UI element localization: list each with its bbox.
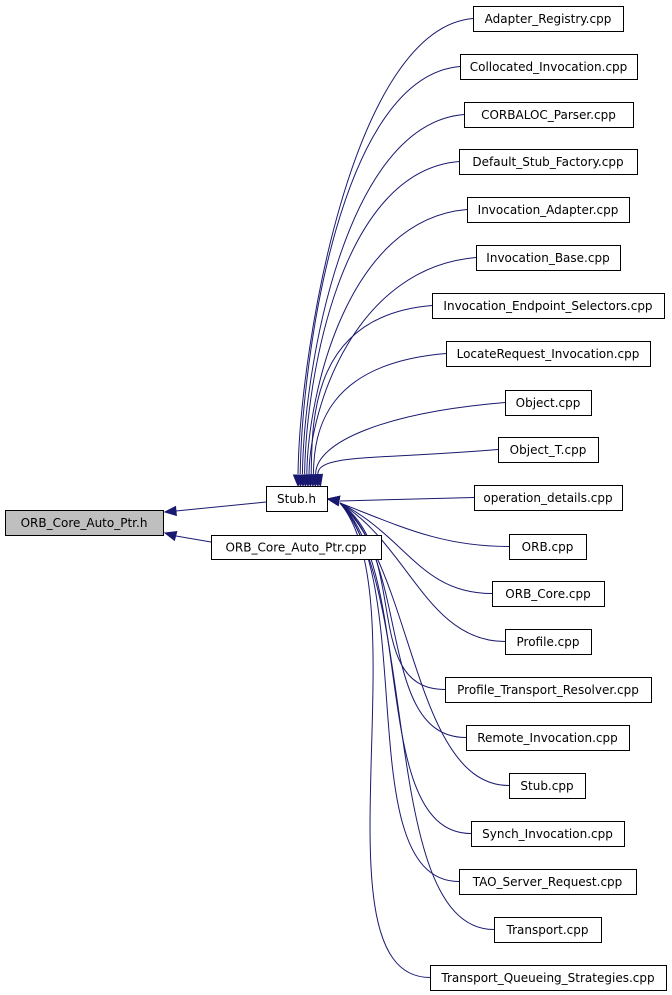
edge-orb-core-auto-ptr-cpp-to-root <box>175 535 212 543</box>
file-node-label: Profile_Transport_Resolver.cpp <box>457 683 639 697</box>
file-node-label: TAO_Server_Request.cpp <box>472 875 623 889</box>
edge-object-t-cpp-to-stub-h <box>317 449 499 475</box>
file-node-label: CORBALOC_Parser.cpp <box>481 108 616 122</box>
file-node-label: Transport.cpp <box>506 923 589 937</box>
edge-object-cpp-to-stub-h <box>315 402 506 475</box>
edge-layer <box>163 18 510 978</box>
file-node-box <box>476 245 621 271</box>
file-node-label: Stub.h <box>277 492 316 506</box>
file-node-box <box>494 917 602 943</box>
file-node-remote-invocation-cpp[interactable]: Remote_Invocation.cpp <box>466 725 630 751</box>
edge-arrowhead <box>163 530 178 542</box>
file-node-collocated-invocation-cpp[interactable]: Collocated_Invocation.cpp <box>460 54 638 80</box>
file-node-profile-transport-resolver-cpp[interactable]: Profile_Transport_Resolver.cpp <box>445 677 652 703</box>
file-node-label: Invocation_Adapter.cpp <box>478 203 619 217</box>
file-node-box <box>432 293 665 319</box>
file-node-label: Invocation_Base.cpp <box>486 251 609 265</box>
file-node-box <box>459 869 637 895</box>
edge-orb-cpp-to-stub-h <box>339 502 510 547</box>
file-node-box <box>471 821 625 847</box>
file-node-label: Collocated_Invocation.cpp <box>470 60 628 74</box>
edge-operation-details-cpp-to-stub-h <box>339 497 475 502</box>
node-layer: ORB_Core_Auto_Ptr.h Stub.hORB_Core_Auto_P… <box>5 6 667 991</box>
edge-default-stub-factory-cpp-to-stub-h <box>304 161 460 475</box>
file-node-orb-core-auto-ptr-h[interactable]: ORB_Core_Auto_Ptr.h <box>5 510 164 536</box>
file-node-corbaloc-parser-cpp[interactable]: CORBALOC_Parser.cpp <box>464 102 634 128</box>
edge-arrowhead <box>163 505 177 517</box>
file-node-label: Remote_Invocation.cpp <box>477 731 617 745</box>
file-node-operation-details-cpp[interactable]: operation_details.cpp <box>474 485 623 511</box>
edge-arrowhead <box>326 495 341 507</box>
file-node-label: Invocation_Endpoint_Selectors.cpp <box>443 299 652 313</box>
file-node-box <box>459 149 638 175</box>
file-node-box <box>211 535 382 560</box>
file-node-box <box>464 102 634 128</box>
file-node-invocation-base-cpp[interactable]: Invocation_Base.cpp <box>476 245 621 271</box>
file-node-box <box>266 486 328 512</box>
file-node-label: ORB_Core_Auto_Ptr.cpp <box>225 541 366 555</box>
file-node-default-stub-factory-cpp[interactable]: Default_Stub_Factory.cpp <box>459 149 638 175</box>
file-node-box <box>474 485 623 511</box>
edge-corbaloc-parser-cpp-to-stub-h <box>301 114 465 475</box>
file-node-label: operation_details.cpp <box>483 491 612 505</box>
file-node-stub-cpp[interactable]: Stub.cpp <box>509 773 586 799</box>
file-node-locaterequest-invocation-cpp[interactable]: LocateRequest_Invocation.cpp <box>446 341 651 367</box>
file-node-box <box>509 773 586 799</box>
edge-orb-core-cpp-to-stub-h <box>339 502 493 594</box>
file-node-label: Object.cpp <box>516 396 581 410</box>
file-node-transport-queueing-strategies-cpp[interactable]: Transport_Queueing_Strategies.cpp <box>430 965 667 991</box>
file-node-label: ORB.cpp <box>522 540 574 554</box>
file-node-box <box>505 390 592 416</box>
file-node-box <box>509 534 587 560</box>
file-node-box <box>498 437 599 463</box>
edge-invocation-endpoint-selectors-cpp-to-stub-h <box>310 305 433 475</box>
edge-adapter-registry-cpp-to-stub-h <box>297 18 474 475</box>
edge-locaterequest-invocation-cpp-to-stub-h <box>312 353 447 475</box>
file-node-label: Stub.cpp <box>520 779 573 793</box>
file-node-label: Profile.cpp <box>517 635 580 649</box>
file-node-label: Transport_Queueing_Strategies.cpp <box>440 971 654 985</box>
file-node-label: LocateRequest_Invocation.cpp <box>457 347 640 361</box>
file-node-label: Object_T.cpp <box>510 443 587 457</box>
file-node-box <box>445 677 652 703</box>
file-node-invocation-endpoint-selectors-cpp[interactable]: Invocation_Endpoint_Selectors.cpp <box>432 293 665 319</box>
file-node-box <box>460 54 638 80</box>
file-node-box <box>473 6 624 32</box>
file-node-label: ORB_Core.cpp <box>505 587 590 601</box>
edge-profile-cpp-to-stub-h <box>339 502 506 642</box>
file-node-orb-core-auto-ptr-cpp[interactable]: ORB_Core_Auto_Ptr.cpp <box>211 535 382 560</box>
file-node-box <box>466 725 630 751</box>
file-node-orb-core-cpp[interactable]: ORB_Core.cpp <box>492 581 605 607</box>
edge-stub-h-to-root <box>175 501 267 512</box>
file-node-synch-invocation-cpp[interactable]: Synch_Invocation.cpp <box>471 821 625 847</box>
edge-arrowhead <box>312 473 324 488</box>
file-node-orb-cpp[interactable]: ORB.cpp <box>509 534 587 560</box>
file-node-label: Adapter_Registry.cpp <box>485 12 612 26</box>
file-node-box <box>492 581 605 607</box>
file-node-object-cpp[interactable]: Object.cpp <box>505 390 592 416</box>
edge-invocation-adapter-cpp-to-stub-h <box>306 209 468 475</box>
file-node-tao-server-request-cpp[interactable]: TAO_Server_Request.cpp <box>459 869 637 895</box>
file-node-label: Synch_Invocation.cpp <box>482 827 613 841</box>
edge-profile-transport-resolver-cpp-to-stub-h <box>339 502 446 690</box>
edge-transport-cpp-to-stub-h <box>339 502 495 930</box>
file-node-stub-h[interactable]: Stub.h <box>266 486 328 512</box>
edge-collocated-invocation-cpp-to-stub-h <box>299 66 461 475</box>
file-node-label: Default_Stub_Factory.cpp <box>472 155 623 169</box>
file-node-transport-cpp[interactable]: Transport.cpp <box>494 917 602 943</box>
file-node-box <box>467 197 630 223</box>
file-node-box <box>446 341 651 367</box>
file-node-box <box>505 629 592 655</box>
file-node-invocation-adapter-cpp[interactable]: Invocation_Adapter.cpp <box>467 197 630 223</box>
file-node-label: ORB_Core_Auto_Ptr.h <box>21 516 148 530</box>
file-node-adapter-registry-cpp[interactable]: Adapter_Registry.cpp <box>473 6 624 32</box>
file-node-box <box>5 510 164 536</box>
file-node-box <box>430 965 667 991</box>
file-node-object-t-cpp[interactable]: Object_T.cpp <box>498 437 599 463</box>
file-node-profile-cpp[interactable]: Profile.cpp <box>505 629 592 655</box>
edge-transport-queueing-strategies-cpp-to-stub-h <box>339 502 431 978</box>
